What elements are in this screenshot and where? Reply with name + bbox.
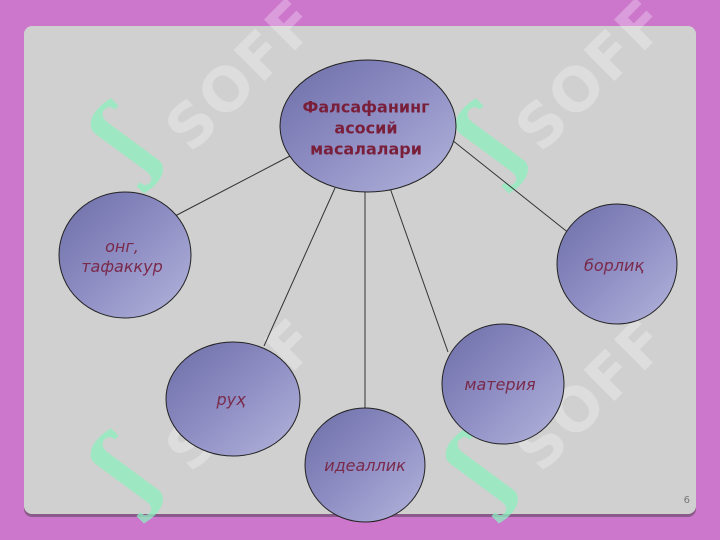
center-node-label: Фалсафанинг асосий масалалари xyxy=(302,97,430,159)
node-ruh xyxy=(165,341,301,457)
node-materiya xyxy=(441,323,565,445)
node-label-ruh: руҳ xyxy=(216,390,246,409)
node-label-borliq: борлиқ xyxy=(583,256,645,275)
connector-line xyxy=(174,155,291,217)
node-borliq xyxy=(556,203,678,325)
node-label-materiya: материя xyxy=(464,375,536,394)
connector-line xyxy=(389,187,449,353)
node-idealik xyxy=(304,407,426,523)
node-ong xyxy=(58,191,192,319)
connector-line xyxy=(451,139,571,235)
center-node xyxy=(279,59,457,193)
node-label-idealik: идеаллик xyxy=(324,456,406,475)
connector-line xyxy=(263,187,336,347)
node-label-ong: онг, тафаккур xyxy=(81,237,163,276)
page-number: 6 xyxy=(683,495,690,506)
